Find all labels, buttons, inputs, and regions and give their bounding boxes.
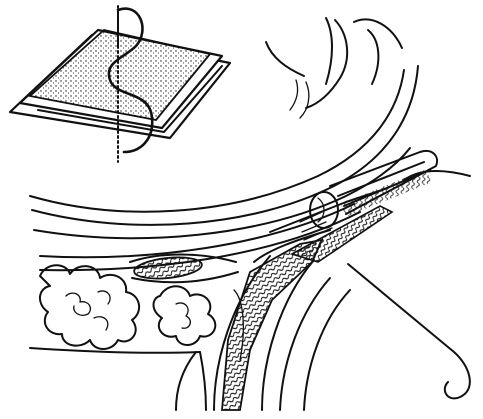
gauze-pad-icon <box>10 30 230 138</box>
organ-contour <box>266 18 402 118</box>
muscle-segment <box>130 255 238 283</box>
muscle-band <box>214 190 392 410</box>
fat-lobules <box>40 265 215 349</box>
base-layers <box>30 348 206 410</box>
